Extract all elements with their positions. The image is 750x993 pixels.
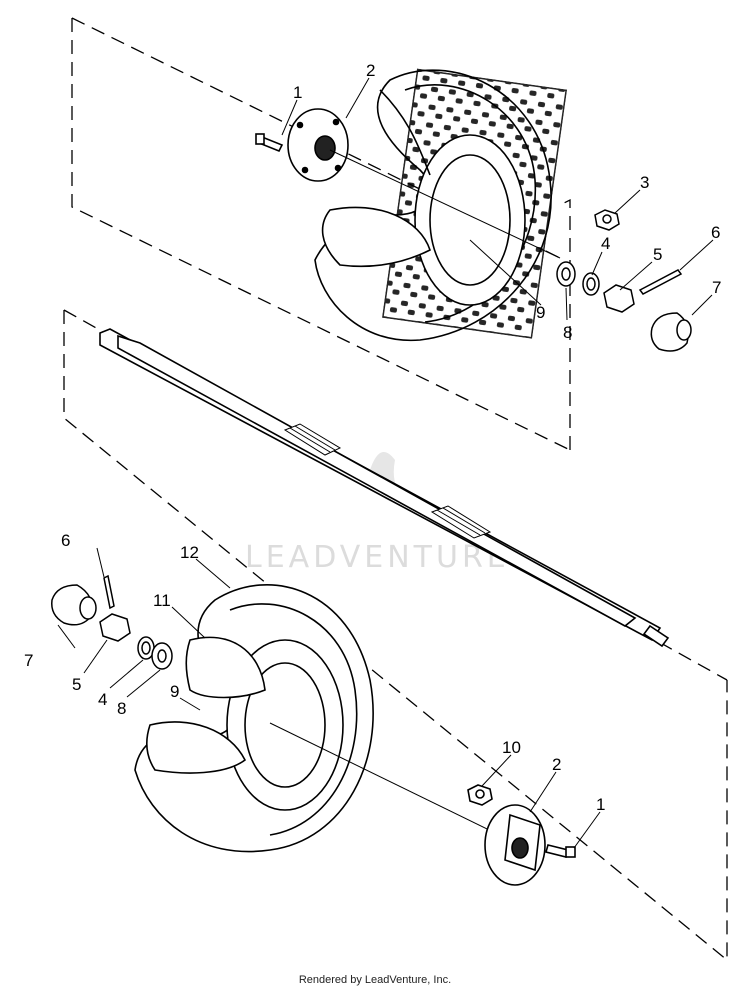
- callout-lower-10: 10: [502, 738, 521, 757]
- callout-upper-3: 3: [640, 173, 649, 192]
- lower-castle-nut-5: [99, 613, 131, 642]
- callout-lower-11: 11: [153, 591, 171, 610]
- callout-lower-9: 9: [170, 682, 179, 701]
- callout-lower-5: 5: [72, 675, 81, 694]
- upper-wheel: [255, 69, 566, 342]
- callout-upper-4: 4: [601, 234, 610, 253]
- callout-lower-4: 4: [98, 690, 107, 709]
- lower-wheel: [51, 574, 374, 853]
- upper-castle-nut-5: [603, 284, 635, 313]
- callout-lower-12: 12: [180, 543, 199, 562]
- watermark: LEADVENTURE: [245, 452, 510, 575]
- callout-upper-6: 6: [711, 223, 720, 242]
- callout-lower-2: 2: [552, 755, 561, 774]
- callout-upper-5: 5: [653, 245, 662, 264]
- callouts-lower: 6 7 5 4 8 9 11 12 10 2 1: [24, 531, 605, 814]
- callout-upper-9: 9: [536, 303, 545, 322]
- lower-cotter-pin-6: [103, 574, 115, 610]
- upper-hardware: [556, 209, 692, 352]
- axle-spline-lower: [430, 505, 492, 539]
- callout-lower-6: 6: [61, 531, 70, 550]
- axle-spline-upper: [283, 423, 342, 456]
- callout-lower-1: 1: [596, 795, 605, 814]
- callout-upper-1: 1: [293, 83, 302, 102]
- callout-upper-7: 7: [712, 278, 721, 297]
- lower-hub-assembly: [467, 784, 576, 886]
- callouts-upper: 1 2 3 4 5 6 7 8 9: [293, 61, 721, 342]
- watermark-text: LEADVENTURE: [245, 540, 510, 575]
- lower-bolt: [545, 844, 569, 858]
- callout-upper-2: 2: [366, 61, 375, 80]
- footer-credit: Rendered by LeadVenture, Inc.: [298, 974, 452, 986]
- axle-shaft: [99, 328, 670, 648]
- callout-leaders: [57, 77, 714, 849]
- callout-lower-8: 8: [117, 699, 126, 718]
- callout-lower-7: 7: [24, 651, 33, 670]
- lower-hardware: [51, 574, 173, 670]
- upper-cotter-pin-6: [638, 269, 683, 295]
- callout-upper-8: 8: [563, 323, 572, 342]
- lower-boundary: [63, 309, 728, 962]
